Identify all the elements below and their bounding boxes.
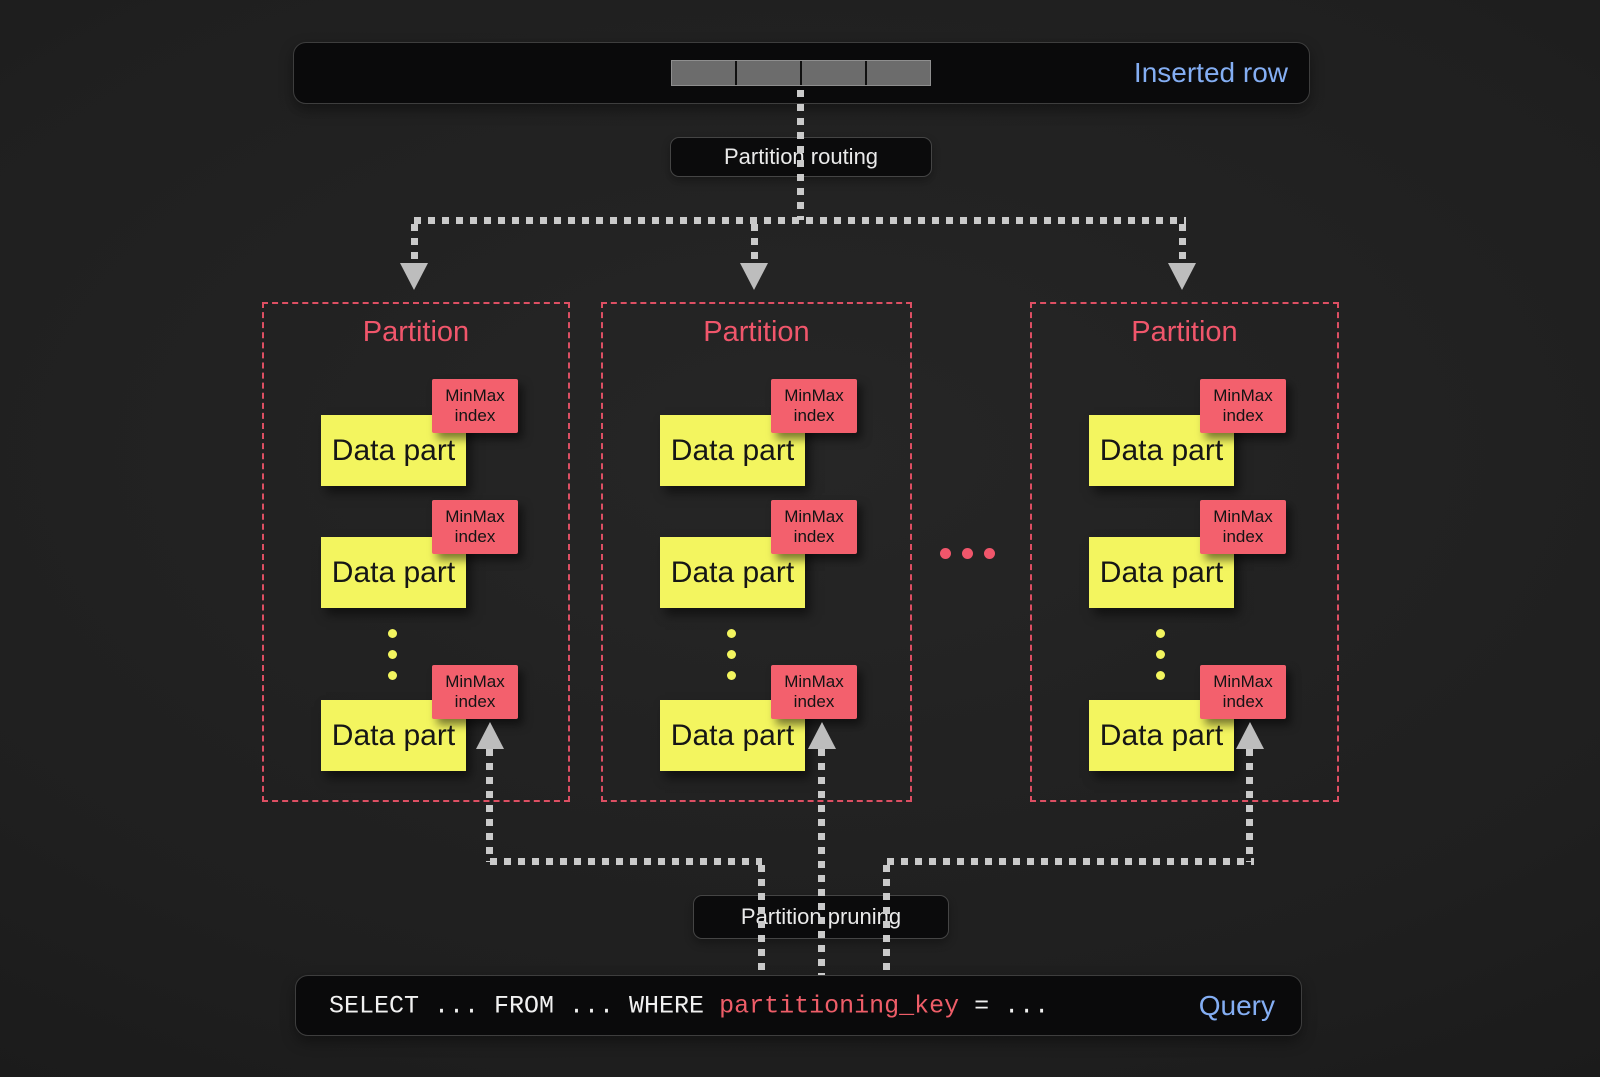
more-parts-ellipsis bbox=[388, 629, 397, 680]
minmax-index-tag: MinMax index bbox=[1200, 665, 1286, 719]
arrow-up-icon bbox=[808, 722, 836, 749]
partition-title: Partition bbox=[1131, 316, 1238, 348]
ellipsis-dot bbox=[1156, 629, 1165, 638]
minmax-index-tag: MinMax index bbox=[1200, 500, 1286, 554]
minmax-index-tag: MinMax index bbox=[771, 665, 857, 719]
pruning-connector-line bbox=[1246, 749, 1253, 862]
more-parts-ellipsis bbox=[1156, 629, 1165, 680]
ellipsis-dot bbox=[388, 671, 397, 680]
query-label: Query bbox=[1198, 989, 1275, 1021]
partition-box: Partition MinMax index Data part MinMax … bbox=[601, 302, 912, 802]
inserted-row-label: Inserted row bbox=[1133, 57, 1288, 88]
ellipsis-dot bbox=[727, 629, 736, 638]
pruning-connector-line bbox=[883, 865, 890, 975]
minmax-index-tag: MinMax index bbox=[1200, 379, 1286, 433]
minmax-index-tag: MinMax index bbox=[432, 500, 518, 554]
inserted-row-box: Inserted row bbox=[293, 42, 1310, 104]
ellipsis-dot bbox=[940, 548, 951, 559]
sql-equals-clause: = ... bbox=[959, 991, 1050, 1020]
minmax-index-tag: MinMax index bbox=[432, 665, 518, 719]
data-part-box: Data part bbox=[1089, 537, 1234, 608]
sql-partitioning-key: partitioning_key bbox=[719, 991, 960, 1020]
minmax-index-tag: MinMax index bbox=[771, 379, 857, 433]
row-cell bbox=[800, 61, 865, 85]
minmax-index-tag: MinMax index bbox=[432, 379, 518, 433]
query-box: SELECT ... FROM ... WHERE partitioning_k… bbox=[295, 975, 1302, 1036]
routing-connector-line bbox=[797, 90, 804, 220]
pruning-connector-line bbox=[486, 749, 493, 862]
branch-drop-line bbox=[751, 224, 758, 266]
more-parts-ellipsis bbox=[727, 629, 736, 680]
ellipsis-dot bbox=[727, 650, 736, 659]
pruning-connector-line bbox=[758, 865, 765, 975]
ellipsis-dot bbox=[1156, 671, 1165, 680]
branch-drop-line bbox=[1179, 224, 1186, 266]
row-cell bbox=[735, 61, 800, 85]
ellipsis-dot bbox=[984, 548, 995, 559]
inserted-row-cells bbox=[671, 60, 931, 86]
pruning-connector-line bbox=[818, 749, 825, 975]
arrow-down-icon bbox=[740, 263, 768, 290]
arrow-up-icon bbox=[1236, 722, 1264, 749]
ellipsis-dot bbox=[388, 650, 397, 659]
pruning-collector-line bbox=[490, 858, 762, 865]
ellipsis-dot bbox=[388, 629, 397, 638]
partition-box: Partition MinMax index Data part MinMax … bbox=[262, 302, 570, 802]
minmax-index-tag: MinMax index bbox=[771, 500, 857, 554]
ellipsis-dot bbox=[727, 671, 736, 680]
arrow-down-icon bbox=[1168, 263, 1196, 290]
partition-title: Partition bbox=[362, 316, 470, 348]
more-partitions-ellipsis bbox=[940, 548, 995, 559]
data-part-box: Data part bbox=[321, 415, 466, 486]
partition-title: Partition bbox=[703, 316, 810, 348]
arrow-up-icon bbox=[476, 722, 504, 749]
ellipsis-dot bbox=[962, 548, 973, 559]
ellipsis-dot bbox=[1156, 650, 1165, 659]
sql-select-clause: SELECT ... FROM ... WHERE bbox=[329, 991, 720, 1020]
data-part-box: Data part bbox=[321, 700, 466, 771]
row-cell bbox=[672, 61, 735, 85]
arrow-down-icon bbox=[400, 263, 428, 290]
branch-drop-line bbox=[411, 224, 418, 266]
pruning-collector-line bbox=[887, 858, 1254, 865]
branch-line bbox=[414, 217, 1186, 224]
partition-box: Partition MinMax index Data part MinMax … bbox=[1030, 302, 1339, 802]
row-cell bbox=[865, 61, 930, 85]
query-sql-text: SELECT ... FROM ... WHERE partitioning_k… bbox=[329, 991, 1049, 1020]
